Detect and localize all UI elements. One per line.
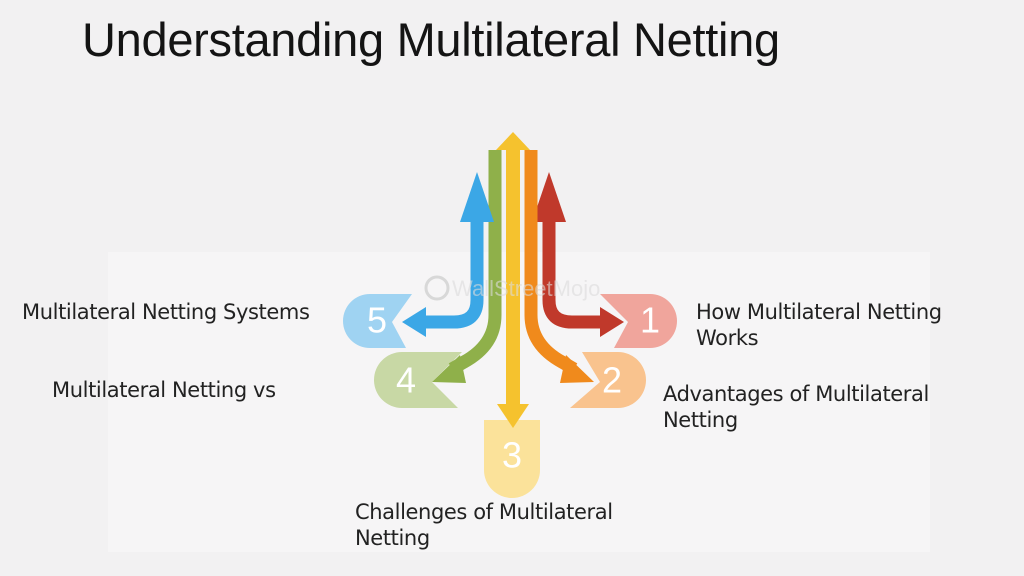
- step-2-number: 2: [602, 360, 622, 401]
- step-1-label-line2: Works: [696, 326, 759, 350]
- step-3-label-line1: Challenges of Multilateral: [355, 500, 613, 524]
- step-4-number: 4: [396, 360, 416, 401]
- pad-1: [600, 294, 677, 348]
- step-5-number: 5: [367, 300, 387, 341]
- arrow-2: [524, 150, 578, 375]
- step-1-label-line1: How Multilateral Netting: [696, 300, 942, 324]
- arrow-1: [542, 220, 600, 329]
- arrow-2-head: [560, 355, 594, 383]
- pad-3: [484, 420, 540, 498]
- arrow-1-head: [600, 307, 624, 337]
- step-4-label-line1: Multilateral Netting vs: [52, 378, 276, 402]
- page-title: Understanding Multilateral Netting: [82, 13, 780, 66]
- step-4-label: Multilateral Netting vs: [52, 377, 276, 403]
- step-3-label-line2: Netting: [355, 526, 430, 550]
- step-5-label-line1: Multilateral Netting Systems: [22, 300, 310, 324]
- step-1-number: 1: [640, 300, 660, 341]
- arrow-4: [448, 150, 502, 375]
- arrow-5-tail: [460, 172, 494, 222]
- watermark-logo-icon: [424, 275, 450, 301]
- step-1-label: How Multilateral Netting Works: [696, 299, 942, 351]
- step-3-number: 3: [502, 435, 522, 476]
- arrow-1-tail: [532, 172, 566, 222]
- step-2-label: Advantages of Multilateral Netting: [663, 381, 929, 433]
- arrow-top: [496, 132, 530, 150]
- step-2-label-line2: Netting: [663, 408, 738, 432]
- watermark-text: WallStreetMojo: [452, 276, 600, 301]
- arrow-3-head: [497, 404, 529, 428]
- arrow-5: [426, 220, 484, 329]
- step-3-label: Challenges of Multilateral Netting: [355, 499, 613, 551]
- arrow-4-head: [432, 355, 466, 383]
- step-5-label: Multilateral Netting Systems: [22, 299, 310, 325]
- pad-4: [374, 352, 462, 408]
- arrow-5-head: [402, 307, 426, 337]
- pad-2: [570, 352, 646, 408]
- step-2-label-line1: Advantages of Multilateral: [663, 382, 929, 406]
- pad-5: [343, 294, 412, 348]
